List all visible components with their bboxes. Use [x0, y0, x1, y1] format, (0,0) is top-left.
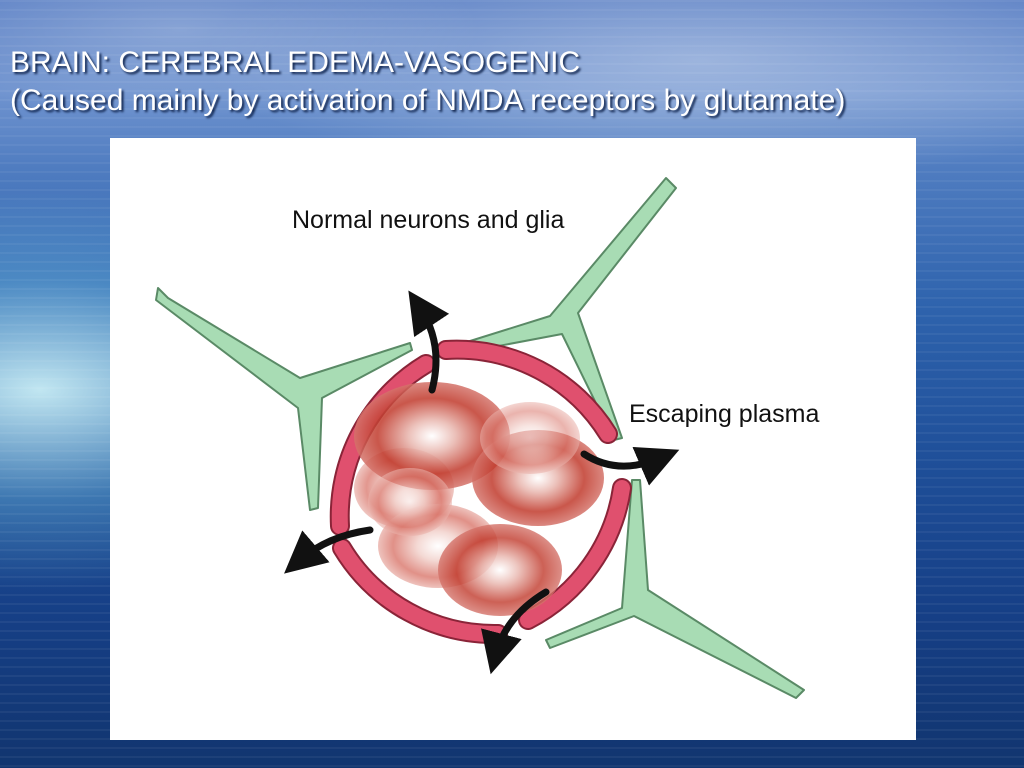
slide-title: BRAIN: CEREBRAL EDEMA-VASOGENIC (Caused … — [10, 44, 845, 120]
plasma-arrows — [284, 290, 680, 675]
vessel-wall — [329, 339, 632, 645]
diagram-panel: Normal neurons and glia Escaping plasma — [110, 138, 916, 740]
label-neurons-and-glia: Normal neurons and glia — [292, 206, 565, 234]
red-blood-cell — [480, 402, 580, 474]
arrow-up — [408, 290, 450, 394]
red-blood-cell — [368, 468, 452, 536]
title-line-2: (Caused mainly by activation of NMDA rec… — [10, 84, 846, 117]
vessel-wall-lower-left — [334, 540, 506, 643]
vasogenic-edema-diagram — [155, 177, 805, 699]
glia-cell-top-right — [453, 177, 677, 441]
glia-cell-left — [155, 287, 413, 511]
vessel-wall-upper-right — [438, 341, 616, 442]
vessel-wall-lower-right — [520, 480, 630, 628]
glia-cells — [155, 177, 805, 699]
glia-cell-bottom-right — [545, 479, 805, 699]
red-blood-cells — [354, 382, 604, 616]
arrow-right — [580, 446, 680, 486]
arrow-lower-left — [284, 526, 374, 574]
red-blood-cell — [354, 382, 510, 490]
red-blood-cell — [438, 524, 562, 616]
label-escaping-plasma: Escaping plasma — [629, 400, 820, 428]
title-line-1: BRAIN: CEREBRAL EDEMA-VASOGENIC — [10, 46, 581, 79]
arrow-down — [481, 588, 550, 675]
